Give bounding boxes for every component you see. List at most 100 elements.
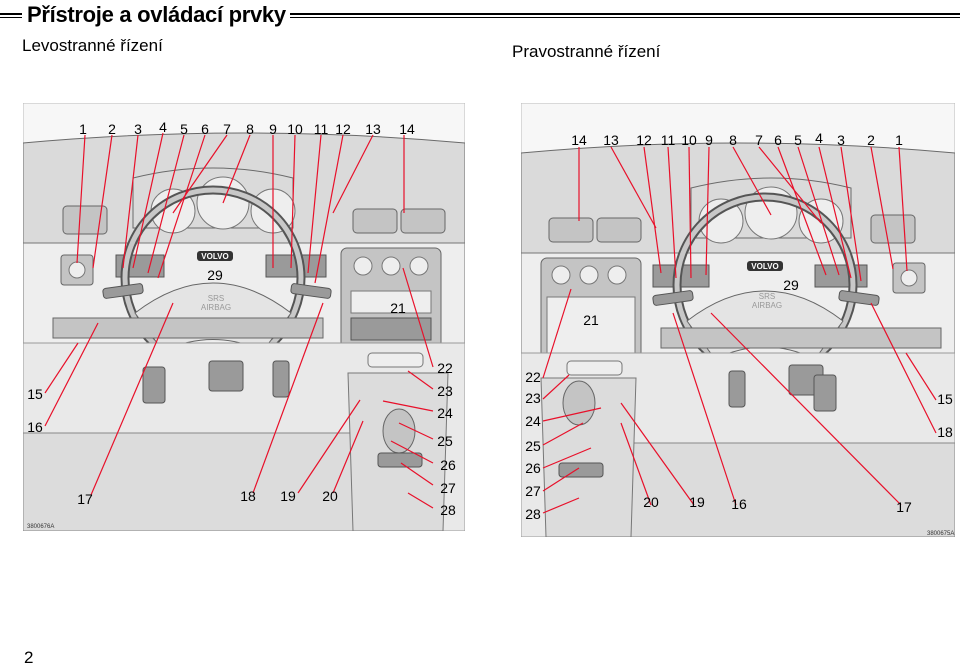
rhd-light-switch-icon xyxy=(900,269,918,287)
rhd-label-18: 18 xyxy=(937,424,953,440)
rhd-label-20: 20 xyxy=(643,494,659,510)
lhd-label-26: 26 xyxy=(440,457,456,473)
rhd-label-24: 24 xyxy=(525,413,541,429)
lhd-dashboard-illustration: VOLVO SRS AIRBAG 3800676A xyxy=(23,103,465,531)
lhd-label-11: 11 xyxy=(314,121,329,137)
rhd-srs-text: SRS xyxy=(759,292,775,301)
rhd-vent-center-1 xyxy=(548,217,594,243)
lhd-label-17: 17 xyxy=(77,491,93,507)
rhd-label-2: 2 xyxy=(867,132,875,148)
lhd-dashboard-svg: VOLVO SRS AIRBAG 3800676A xyxy=(23,103,465,531)
lhd-right-stalk xyxy=(290,283,332,299)
lhd-label-5: 5 xyxy=(180,121,188,137)
lhd-label-25: 25 xyxy=(437,433,453,449)
rhd-label-9: 9 xyxy=(705,132,713,148)
lhd-label-21: 21 xyxy=(390,300,406,316)
page-title: Přístroje a ovládací prvky xyxy=(27,2,286,27)
lhd-light-switch-icon xyxy=(68,261,86,279)
rhd-knee-panel xyxy=(660,327,942,349)
rhd-label-15: 15 xyxy=(937,391,953,407)
rhd-gear-lever xyxy=(562,380,596,426)
rhd-volvo-badge xyxy=(747,261,783,271)
rhd-vent-center-2 xyxy=(596,217,642,243)
rhd-climate-knob-3 xyxy=(607,265,627,285)
lhd-label-23: 23 xyxy=(437,383,453,399)
rhd-center-console xyxy=(540,377,637,537)
lhd-label-1: 1 xyxy=(79,121,87,137)
lhd-radio-unit xyxy=(350,290,432,314)
rhd-label-8: 8 xyxy=(729,132,737,148)
lhd-label-7: 7 xyxy=(223,121,231,137)
rhd-label-12: 12 xyxy=(636,132,652,148)
rhd-label-10: 10 xyxy=(681,132,697,148)
lhd-label-16: 16 xyxy=(27,419,43,435)
rhd-label-27: 27 xyxy=(525,483,541,499)
lhd-vent-center-1 xyxy=(352,208,398,234)
rhd-climate-knob-1 xyxy=(551,265,571,285)
lhd-label-20: 20 xyxy=(322,488,338,504)
rhd-dashboard-svg: VOLVO SRS AIRBAG 3800675A xyxy=(521,103,955,537)
rhd-label-11: 11 xyxy=(661,132,676,148)
lhd-label-8: 8 xyxy=(246,121,254,137)
lhd-label-24: 24 xyxy=(437,405,453,421)
rhd-label-21: 21 xyxy=(583,312,599,328)
lhd-srs-text: SRS xyxy=(208,294,224,303)
rhd-vent-right xyxy=(870,214,916,244)
lhd-callout-lines xyxy=(44,132,434,509)
lhd-image-code: 3800676A xyxy=(27,524,54,530)
rhd-image-code: 3800675A xyxy=(927,531,954,537)
lhd-pedal-clutch xyxy=(142,366,166,404)
lhd-volvo-badge xyxy=(197,251,233,261)
lhd-pedal-brake xyxy=(208,360,244,392)
lhd-vent-left xyxy=(62,205,108,235)
lhd-radio-buttons xyxy=(350,317,432,341)
lhd-label-15: 15 xyxy=(27,386,43,402)
rhd-hazard-button-area xyxy=(566,360,623,376)
rhd-left-stalk xyxy=(652,290,694,306)
lhd-label-3: 3 xyxy=(134,121,142,137)
rhd-label-1: 1 xyxy=(895,132,903,148)
rhd-label-25: 25 xyxy=(525,438,541,454)
rhd-pedal-clutch xyxy=(813,374,837,412)
lhd-airbag-text: AIRBAG xyxy=(201,303,231,312)
rhd-airbag-text: AIRBAG xyxy=(752,301,782,310)
lhd-knee-panel xyxy=(52,317,324,339)
rhd-right-stalk xyxy=(838,290,880,306)
rhd-volvo-badge-text: VOLVO xyxy=(751,262,778,271)
header-rule-left xyxy=(0,13,22,18)
rhd-label-13: 13 xyxy=(603,132,619,148)
lhd-label-28: 28 xyxy=(440,502,456,518)
rhd-label-29: 29 xyxy=(783,277,799,293)
lhd-label-2: 2 xyxy=(108,121,116,137)
lhd-label-10: 10 xyxy=(287,121,303,137)
rhd-label-3: 3 xyxy=(837,132,845,148)
lhd-label-4: 4 xyxy=(159,119,167,135)
lhd-label-27: 27 xyxy=(440,480,456,496)
rhd-label-28: 28 xyxy=(525,506,541,522)
rhd-callout-lines xyxy=(542,146,937,514)
rhd-label-6: 6 xyxy=(774,132,782,148)
lhd-climate-knob-1 xyxy=(353,256,373,276)
lhd-pedal-accelerator xyxy=(272,360,290,398)
lhd-label-13: 13 xyxy=(365,121,381,137)
lhd-hazard-button-area xyxy=(367,352,424,368)
lhd-climate-knob-3 xyxy=(409,256,429,276)
lhd-label-12: 12 xyxy=(335,121,351,137)
lhd-volvo-badge-text: VOLVO xyxy=(201,252,228,261)
rhd-label-5: 5 xyxy=(794,132,802,148)
rhd-label-22: 22 xyxy=(525,369,541,385)
lhd-floor-mat xyxy=(23,432,354,531)
rhd-label-26: 26 xyxy=(525,460,541,476)
lhd-gear-lever xyxy=(382,408,416,454)
rhd-label-19: 19 xyxy=(689,494,705,510)
lhd-handbrake xyxy=(377,452,423,468)
page-header: Přístroje a ovládací prvky xyxy=(0,0,960,34)
rhd-label-14: 14 xyxy=(571,132,587,148)
lhd-label-6: 6 xyxy=(201,121,209,137)
rhd-pedal-accelerator xyxy=(728,370,746,408)
lhd-label-9: 9 xyxy=(269,121,277,137)
rhd-label-17: 17 xyxy=(896,499,912,515)
rhd-display-unit xyxy=(546,296,636,354)
rhd-label-7: 7 xyxy=(755,132,763,148)
rhd-climate-knob-2 xyxy=(579,265,599,285)
